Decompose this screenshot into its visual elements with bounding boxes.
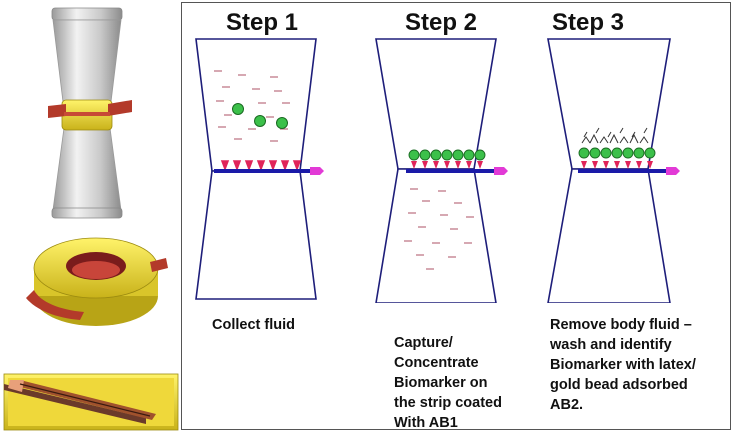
step-3-caption-line: wash and identify	[550, 337, 672, 353]
antibody-ab1-row	[581, 161, 653, 169]
step-1-caption-line: Collect fluid	[212, 317, 295, 333]
fluid-dashes	[214, 70, 290, 142]
device-images-svg	[3, 7, 179, 431]
strip-tab	[666, 167, 680, 175]
biomarker-captured-row	[408, 149, 486, 161]
step-2-title: Step 2	[405, 9, 478, 36]
step-2-caption: Capture/ Concentrate Biomarker on the st…	[394, 333, 502, 433]
step-2-caption-line: Capture/	[394, 335, 453, 351]
fluid-dashes	[404, 188, 474, 270]
biomarker-with-ab2-row	[578, 147, 656, 159]
capture-strip	[214, 169, 310, 173]
steps-panel: Step 1 Step 2 Step 3	[181, 2, 731, 433]
capture-strip	[406, 169, 494, 173]
step-3-chamber	[547, 38, 680, 303]
biomarker-beads	[232, 103, 288, 129]
step-1-title: Step 1	[226, 9, 299, 36]
step-1-caption: Collect fluid	[212, 315, 295, 335]
antibody-ab1-row	[411, 161, 483, 169]
strip-tab	[310, 167, 324, 175]
step-2-caption-line: Biomarker on	[394, 375, 488, 391]
step-3-title: Step 3	[552, 9, 625, 36]
step-2-chamber	[375, 38, 508, 303]
strip-tab	[494, 167, 508, 175]
strip-block-image	[3, 373, 179, 431]
step-3-caption-line: Biomarker with latex/	[550, 357, 696, 373]
step-2-caption-line: With AB1	[394, 415, 458, 431]
step-3-caption-line: gold bead adsorbed	[550, 377, 688, 393]
antibody-ab1-row	[220, 160, 302, 172]
step-1-chamber	[195, 38, 324, 300]
steps-diagram-svg	[195, 38, 680, 303]
ring-device-image	[26, 237, 168, 326]
device-illustrations	[0, 0, 180, 434]
step-2-caption-line: Concentrate	[394, 355, 479, 371]
capture-strip	[578, 169, 666, 173]
step-3-caption: Remove body fluid – wash and identify Bi…	[550, 315, 696, 415]
step-3-caption-line: Remove body fluid –	[550, 317, 692, 333]
ab2-labels	[581, 127, 649, 144]
step-2-caption-line: the strip coated	[394, 395, 502, 411]
step-3-caption-line: AB2.	[550, 397, 584, 413]
cylinder-device-image	[48, 7, 132, 219]
